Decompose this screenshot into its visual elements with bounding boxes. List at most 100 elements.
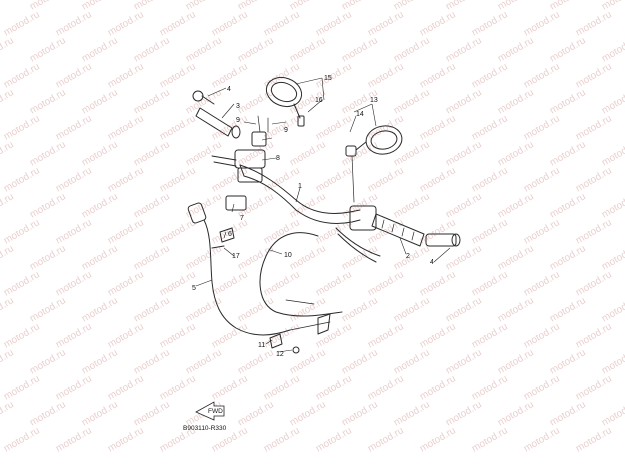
- watermark-text: motod.ru: [54, 217, 94, 246]
- watermark-text: motod.ru: [0, 295, 16, 324]
- watermark-text: motod.ru: [28, 139, 68, 168]
- watermark-text: motod.ru: [54, 113, 94, 142]
- watermark-text: motod.ru: [496, 399, 536, 428]
- watermark-text: motod.ru: [210, 321, 250, 350]
- watermark-text: motod.ru: [314, 165, 354, 194]
- watermark-text: motod.ru: [340, 295, 380, 324]
- brake-cable-part: [259, 232, 343, 317]
- callout-8: 8: [276, 155, 280, 162]
- callout-9-right: 9: [284, 127, 288, 134]
- watermark-text: motod.ru: [262, 61, 302, 90]
- callout-15: 15: [324, 75, 332, 82]
- callout-16: 16: [315, 97, 323, 104]
- watermark-text: motod.ru: [366, 373, 406, 402]
- watermark-text: motod.ru: [0, 347, 16, 376]
- watermark-text: motod.ru: [2, 425, 42, 454]
- diagram-code: B903110-R330: [183, 425, 227, 432]
- watermark-text: motod.ru: [54, 425, 94, 454]
- watermark-text: motod.ru: [80, 191, 120, 220]
- watermark-text: motod.ru: [262, 373, 302, 402]
- watermark-text: motod.ru: [2, 165, 42, 194]
- watermark-text: motod.ru: [158, 113, 198, 142]
- callout-1: 1: [298, 183, 302, 190]
- watermark-text: motod.ru: [28, 191, 68, 220]
- watermark-text: motod.ru: [418, 113, 458, 142]
- watermark-text: motod.ru: [418, 9, 458, 38]
- watermark-text: motod.ru: [470, 373, 510, 402]
- watermark-text: motod.ru: [106, 321, 146, 350]
- watermark-text: motod.ru: [522, 217, 562, 246]
- right-grip-part: [349, 205, 461, 247]
- watermark-text: motod.ru: [106, 9, 146, 38]
- watermark-text: motod.ru: [314, 269, 354, 298]
- watermark-text: motod.ru: [444, 191, 484, 220]
- watermark-text: motod.ru: [470, 217, 510, 246]
- watermark-text: motod.ru: [28, 35, 68, 64]
- watermark-text: motod.ru: [80, 347, 120, 376]
- watermark-text: motod.ru: [236, 87, 276, 116]
- watermark-text: motod.ru: [600, 87, 625, 116]
- watermark-text: motod.ru: [28, 399, 68, 428]
- watermark-text: motod.ru: [548, 35, 588, 64]
- callout-9-left: 9: [236, 117, 240, 124]
- watermark-text: motod.ru: [600, 399, 625, 428]
- watermark-text: motod.ru: [54, 9, 94, 38]
- watermark-text: motod.ru: [54, 373, 94, 402]
- watermark-text: motod.ru: [496, 347, 536, 376]
- watermark-text: motod.ru: [548, 87, 588, 116]
- callout-14: 14: [356, 111, 364, 118]
- watermark-text: motod.ru: [54, 165, 94, 194]
- watermark-text: motod.ru: [236, 139, 276, 168]
- watermark-text: motod.ru: [106, 373, 146, 402]
- watermark-text: motod.ru: [106, 269, 146, 298]
- watermark-text: motod.ru: [184, 295, 224, 324]
- watermark-text: motod.ru: [262, 9, 302, 38]
- watermark-text: motod.ru: [392, 87, 432, 116]
- watermark-text: motod.ru: [522, 269, 562, 298]
- callout-7: 7: [240, 215, 244, 222]
- watermark-text: motod.ru: [158, 61, 198, 90]
- watermark-text: motod.ru: [80, 399, 120, 428]
- brake-lever-part: [335, 227, 381, 263]
- watermark-text: motod.ru: [80, 243, 120, 272]
- watermark-text: motod.ru: [2, 321, 42, 350]
- watermark-text: motod.ru: [470, 321, 510, 350]
- throttle-cable-part: [187, 202, 331, 336]
- callout-17: 17: [232, 253, 240, 260]
- watermark-text: motod.ru: [366, 9, 406, 38]
- watermark-text: motod.ru: [522, 321, 562, 350]
- watermark-text: motod.ru: [2, 61, 42, 90]
- watermark-text: motod.ru: [522, 373, 562, 402]
- watermark-text: motod.ru: [314, 61, 354, 90]
- watermark-text: motod.ru: [28, 347, 68, 376]
- watermark-text: motod.ru: [184, 347, 224, 376]
- watermark-text: motod.ru: [600, 347, 625, 376]
- watermark-text: motod.ru: [106, 165, 146, 194]
- leader-lines: [195, 77, 451, 353]
- watermark-text: motod.ru: [2, 9, 42, 38]
- watermark-text: motod.ru: [470, 113, 510, 142]
- callout-12: 12: [276, 351, 284, 358]
- watermark-text: motod.ru: [28, 87, 68, 116]
- watermark-text: motod.ru: [158, 269, 198, 298]
- watermark-text: motod.ru: [0, 399, 16, 428]
- watermark-text: motod.ru: [366, 61, 406, 90]
- watermark-text: motod.ru: [548, 243, 588, 272]
- watermark-text: motod.ru: [236, 243, 276, 272]
- watermark-text: motod.ru: [470, 269, 510, 298]
- watermark-text: motod.ru: [522, 113, 562, 142]
- watermark-text: motod.ru: [106, 113, 146, 142]
- watermark-text: motod.ru: [392, 243, 432, 272]
- left-mirror-part: [265, 76, 305, 127]
- watermark-text: motod.ru: [574, 9, 614, 38]
- watermark-text: motod.ru: [2, 113, 42, 142]
- watermark-text: motod.ru: [392, 139, 432, 168]
- watermark-text: motod.ru: [522, 9, 562, 38]
- watermark-text: motod.ru: [132, 87, 172, 116]
- watermark-text: motod.ru: [470, 425, 510, 454]
- watermark-text: motod.ru: [418, 373, 458, 402]
- watermark-text: motod.ru: [288, 295, 328, 324]
- watermark-text: motod.ru: [288, 35, 328, 64]
